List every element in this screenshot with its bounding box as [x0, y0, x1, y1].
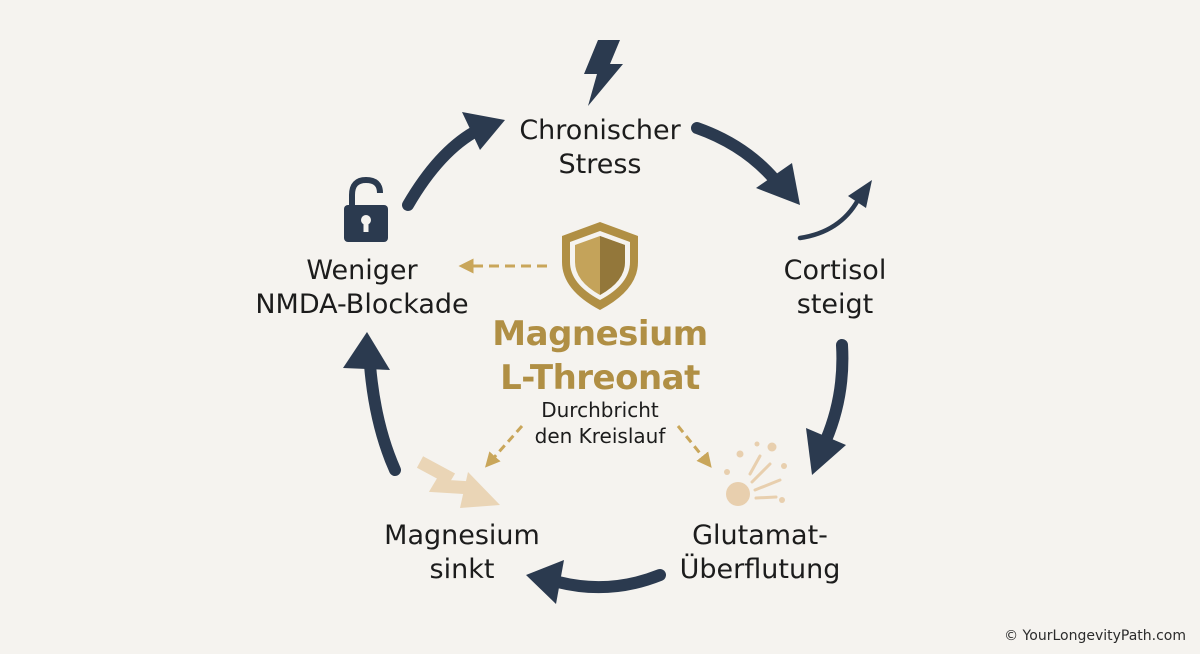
lightning-icon — [584, 40, 623, 106]
center-title: Magnesium L-Threonat — [450, 312, 750, 400]
node-label-line: steigt — [796, 289, 874, 320]
node-label-line: Weniger — [306, 255, 418, 286]
node-glutamate-flood: Glutamat- Überflutung — [660, 519, 860, 587]
node-label-line: Chronischer — [519, 115, 681, 146]
center-subtitle: Durchbricht den Kreislauf — [480, 397, 720, 449]
center-subtitle-line: den Kreislauf — [534, 424, 666, 448]
unlocked-padlock-icon — [344, 176, 388, 242]
zigzag-down-arrow-icon — [416, 456, 500, 508]
copyright-notice: © YourLongevityPath.com — [1004, 628, 1186, 644]
cycle-arrow-stress-to-cortisol — [691, 122, 800, 205]
node-label-line: Magnesium — [384, 520, 540, 551]
shield-icon — [562, 222, 638, 310]
node-label-line: Stress — [558, 149, 642, 180]
center-title-line: Magnesium — [492, 314, 708, 354]
node-less-nmda-blockade: Weniger NMDA-Blockade — [226, 254, 498, 322]
dashed-arrow-to-glutamate — [676, 425, 712, 468]
node-magnesium-drops: Magnesium sinkt — [362, 519, 562, 587]
center-title-line: L-Threonat — [500, 358, 700, 398]
node-label-line: NMDA-Blockade — [255, 289, 469, 320]
cycle-arrow-cortisol-to-glutamate — [806, 339, 849, 475]
dashed-arrow-to-magnesium — [485, 425, 524, 468]
node-cortisol-rises: Cortisol steigt — [740, 254, 930, 322]
node-label-line: Überflutung — [679, 554, 841, 585]
cycle-arrow-magnesium-to-nmda — [343, 332, 401, 476]
cycle-arrow-glutamate-to-magnesium — [526, 560, 666, 604]
center-subtitle-line: Durchbricht — [541, 398, 659, 422]
rising-arrow-icon — [797, 180, 872, 241]
node-label-line: sinkt — [429, 554, 495, 585]
burst-icon — [724, 441, 787, 506]
node-label-line: Cortisol — [783, 255, 887, 286]
cycle-arrow-nmda-to-stress — [402, 112, 505, 211]
node-label-line: Glutamat- — [692, 520, 828, 551]
node-chronic-stress: Chronischer Stress — [490, 114, 710, 182]
